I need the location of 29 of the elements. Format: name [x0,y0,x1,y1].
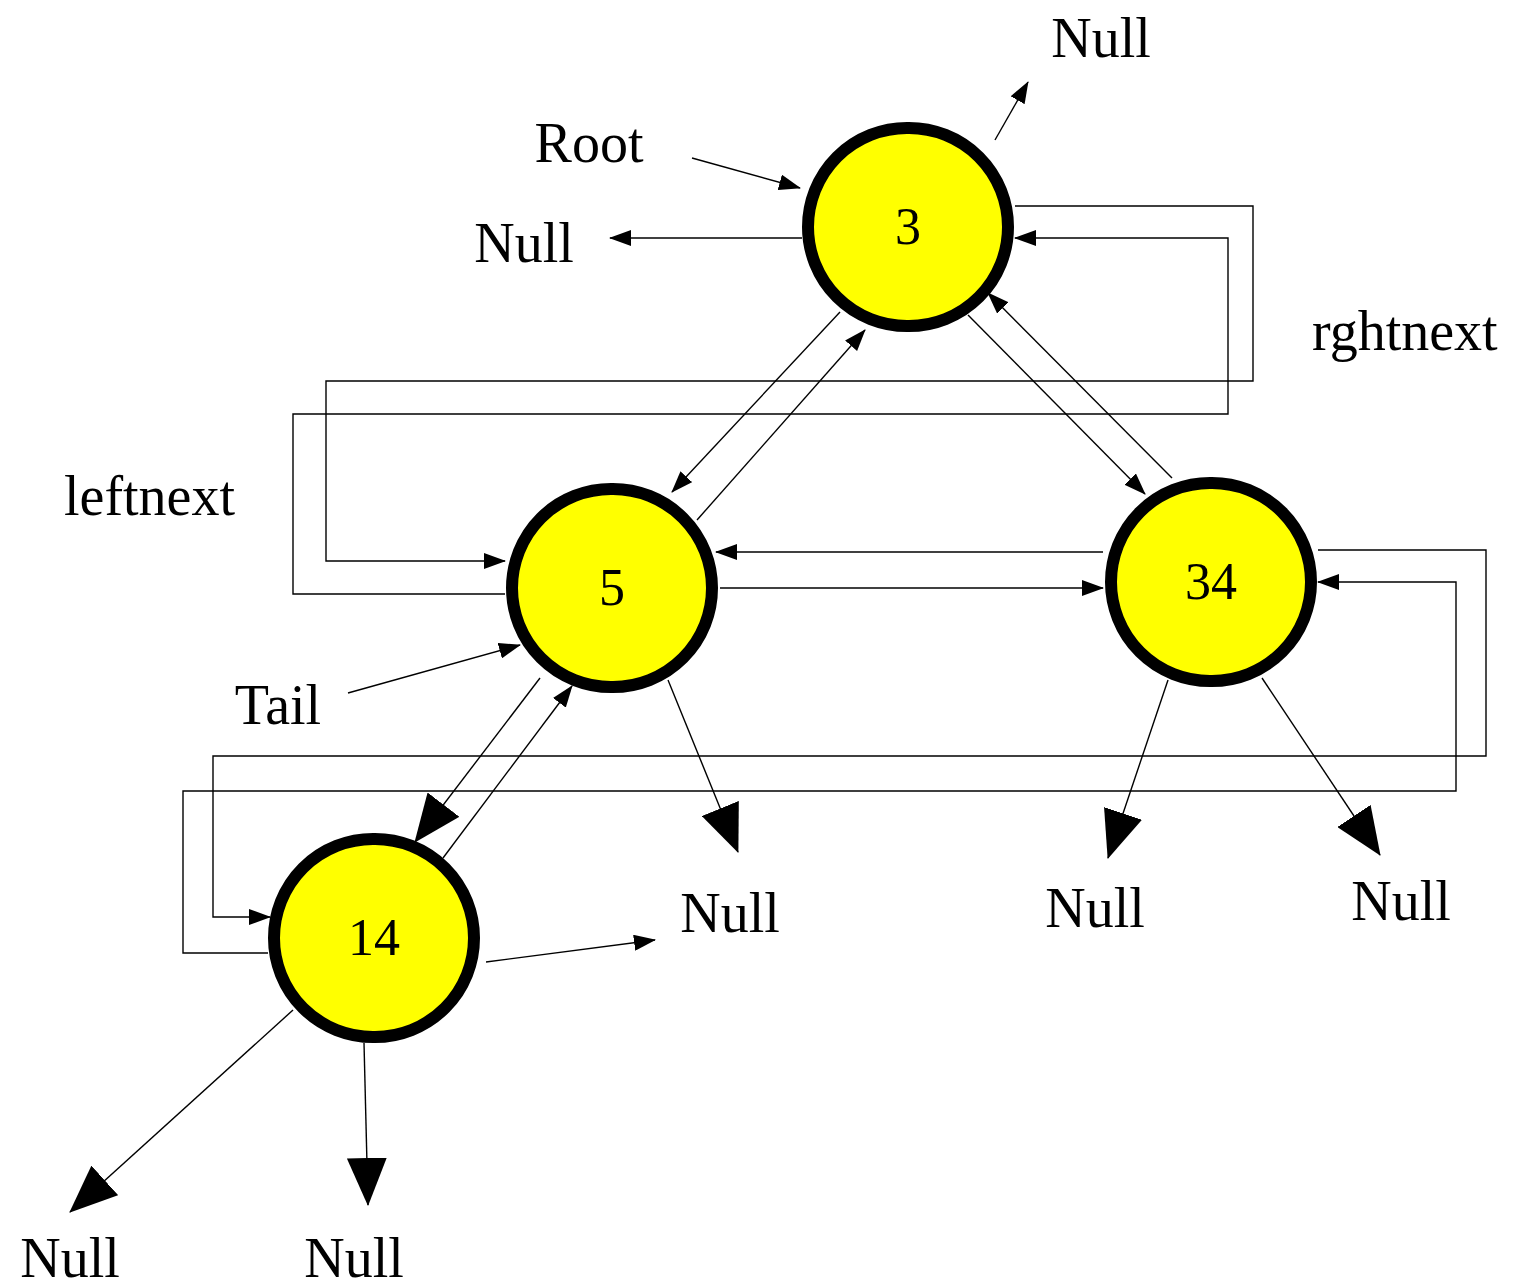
node-value: 14 [348,912,400,964]
arrow [667,679,739,853]
node-label: Null [1045,8,1157,68]
node-label: Tail [228,675,328,735]
arrow [691,157,801,191]
arrow [719,580,1104,596]
node-label: Null [674,883,786,943]
node-label: Null [1039,878,1151,938]
node-value: 5 [599,562,625,614]
arrow [212,549,1487,925]
node-value: 3 [895,201,921,253]
node-label: Null [298,1228,410,1288]
node-value: 34 [1185,556,1237,608]
arrow [292,230,1229,595]
arrow [609,230,803,246]
arrow [967,314,1146,495]
arrow [69,1009,294,1213]
node-label: Null [468,213,580,273]
node-label: Null [14,1228,126,1288]
arrow [347,642,521,694]
arrow [994,81,1029,141]
node-label: Root [527,113,651,173]
arrow [987,292,1173,479]
node-label: Null [1345,871,1457,931]
pointer-label: leftnext [64,468,236,524]
arrow [346,1042,387,1206]
arrow [485,934,656,963]
arrow [325,205,1254,569]
arrow [182,574,1457,954]
